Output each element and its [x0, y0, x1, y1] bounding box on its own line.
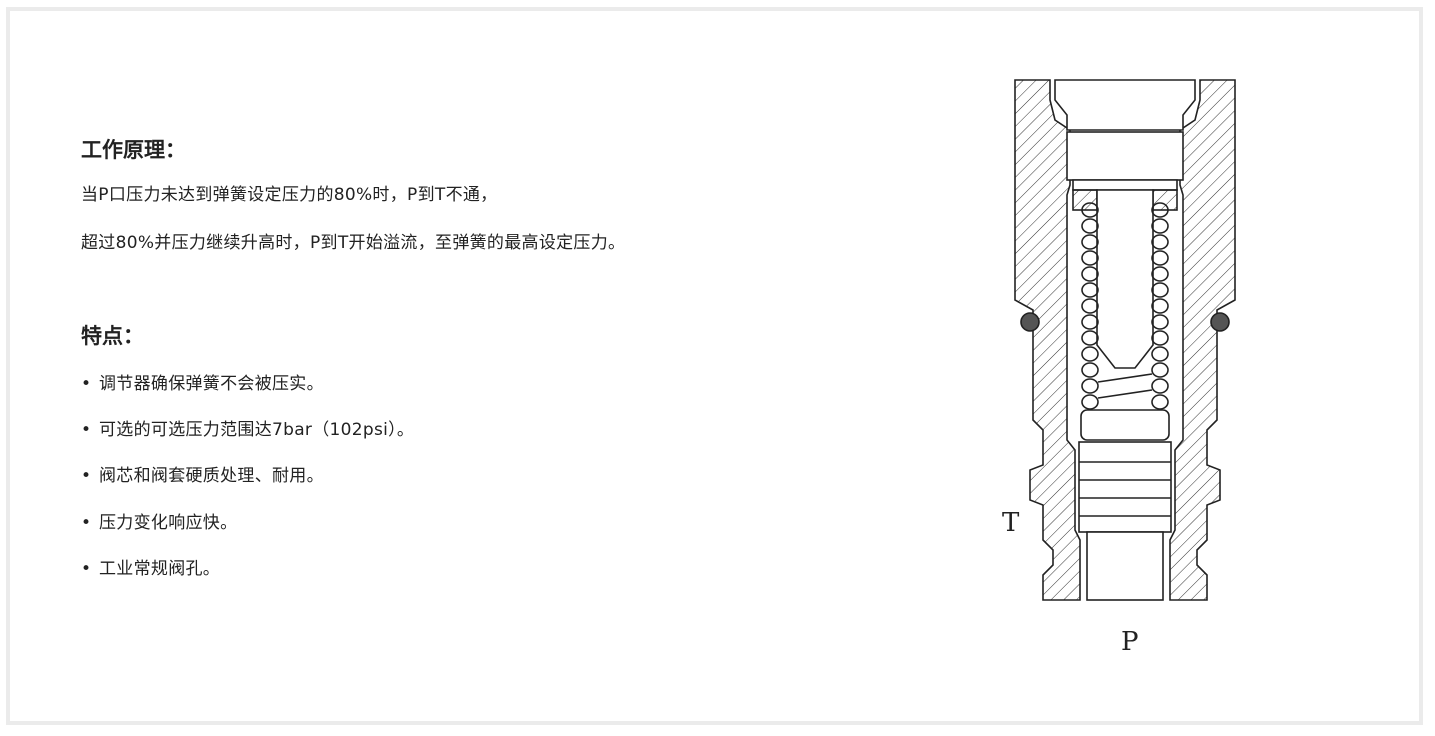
bullet-icon: • [81, 466, 92, 486]
principle-heading: 工作原理： [81, 138, 186, 162]
port-p-label: P [1121, 627, 1139, 657]
feature-item: •阀芯和阀套硬质处理、耐用。 [81, 466, 324, 486]
feature-item: •工业常规阀孔。 [81, 559, 221, 579]
bullet-icon: • [81, 513, 92, 533]
bullet-icon: • [81, 374, 92, 394]
port-t-label: T [1002, 508, 1020, 538]
feature-item: •可选的可选压力范围达7bar（102psi）。 [81, 420, 415, 440]
bullet-icon: • [81, 420, 92, 440]
features-heading: 特点： [81, 324, 144, 348]
principle-line-2: 超过80%并压力继续升高时，P到T开始溢流，至弹簧的最高设定压力。 [81, 233, 626, 253]
bullet-icon: • [81, 559, 92, 579]
feature-item: •压力变化响应快。 [81, 513, 238, 533]
feature-item: •调节器确保弹簧不会被压实。 [81, 374, 324, 394]
valve-cross-section-diagram [1014, 79, 1236, 601]
principle-line-1: 当P口压力未达到弹簧设定压力的80%时，P到T不通， [81, 185, 498, 205]
